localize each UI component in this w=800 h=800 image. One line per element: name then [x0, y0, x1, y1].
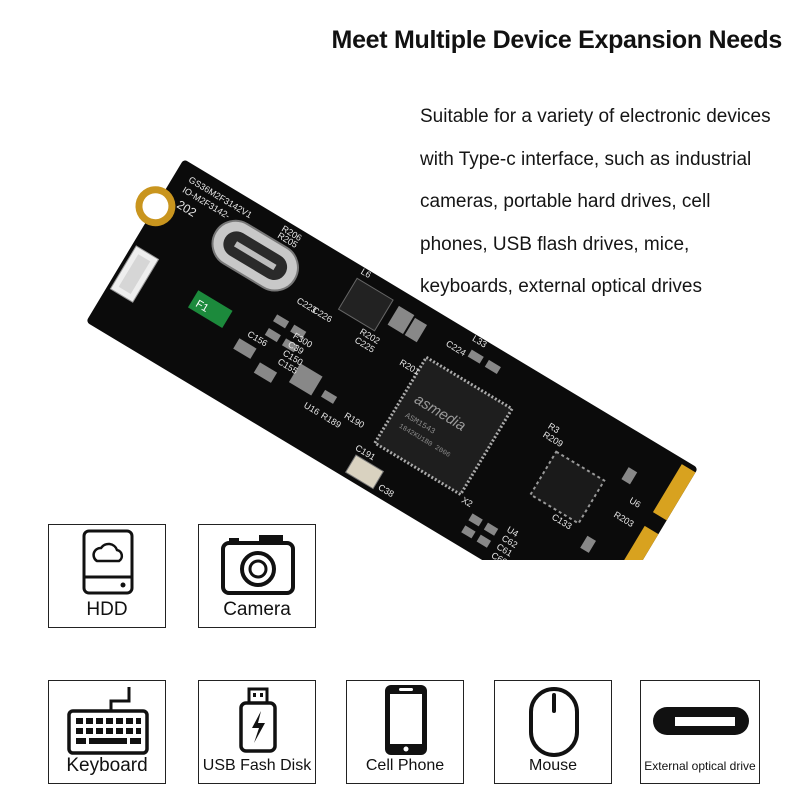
device-card-optical-drive: External optical drive [640, 680, 760, 784]
description-line: keyboards, external optical drives [420, 276, 702, 297]
m2-adapter-board: F1 asmedia ASM1543 1842KU1B0 2006 G [87, 160, 697, 560]
description-line: phones, USB flash drives, mice, [420, 233, 690, 255]
inductor-l6 [337, 277, 394, 332]
silkscreen-label: C60 [490, 550, 509, 560]
device-label: Camera [223, 599, 291, 620]
usb-flash-disk-icon [239, 687, 277, 753]
usb-c-port [211, 219, 299, 292]
chip-u4 [529, 450, 606, 525]
device-label: External optical drive [644, 759, 756, 773]
silkscreen-label: X2 [460, 495, 475, 509]
device-card-hdd: HDD [48, 524, 166, 628]
passive-components [233, 305, 638, 553]
device-card-camera: Camera [198, 524, 316, 628]
silkscreen-label: L6 [359, 266, 373, 280]
fuse-label: F1 [193, 298, 210, 315]
edge-contacts [603, 464, 696, 560]
keyboard-icon [67, 687, 149, 755]
crystal-x2 [344, 454, 385, 490]
hdd-cloud-icon [82, 529, 134, 595]
fuse-f300 [187, 290, 233, 329]
pcb-body [87, 160, 697, 560]
description-line: cameras, portable hard drives, cell [420, 191, 711, 212]
cell-phone-icon [385, 685, 427, 755]
mouse-icon [529, 687, 579, 757]
device-card-mouse: Mouse [494, 680, 612, 784]
device-card-keyboard: Keyboard [48, 680, 166, 784]
device-label: Cell Phone [365, 757, 445, 774]
device-card-cell-phone: Cell Phone [346, 680, 464, 784]
device-label: USB Fash Disk [202, 757, 312, 774]
camera-icon [221, 535, 295, 595]
device-label: Mouse [528, 757, 578, 774]
description-line: with Type-c interface, such as industria… [420, 148, 752, 170]
description: Suitable for a variety of electronic dev… [420, 96, 790, 309]
device-card-usb-flash-disk: USB Fash Disk [198, 680, 316, 784]
heading: Meet Multiple Device Expansion Needs [331, 26, 783, 54]
device-label: Keyboard [66, 755, 148, 776]
description-line: Suitable for a variety of electronic dev… [420, 106, 771, 127]
optical-drive-icon [653, 707, 749, 735]
asmedia-chip: asmedia ASM1543 1842KU1B0 2006 [372, 355, 515, 497]
device-label: HDD [86, 599, 128, 620]
